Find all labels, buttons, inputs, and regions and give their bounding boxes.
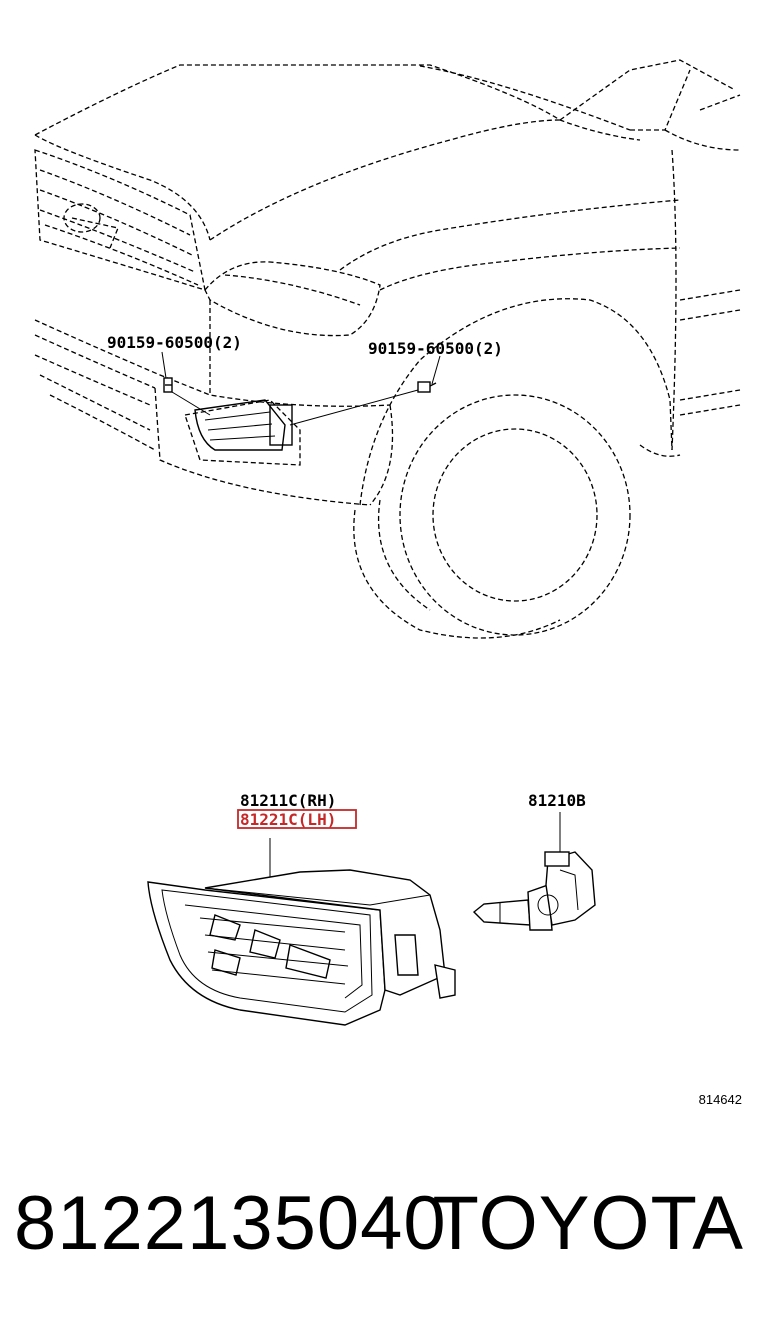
bolt-right-icon bbox=[417, 381, 437, 393]
bolt-left-icon bbox=[163, 377, 173, 393]
callout-bulb: 81210B bbox=[528, 791, 586, 810]
brand-name: TOYOTA bbox=[432, 1181, 744, 1266]
part-number: 8122135040 bbox=[14, 1181, 447, 1266]
bulb-drawing bbox=[472, 851, 596, 931]
vehicle-front-illustration bbox=[34, 59, 741, 639]
callout-bolt-right: 90159-60500(2) bbox=[368, 339, 503, 358]
callout-lamp-lh: 81221C(LH) bbox=[240, 810, 336, 829]
fog-lamp-installed-view bbox=[194, 399, 293, 451]
diagram-reference-number: 814642 bbox=[699, 1092, 742, 1107]
fog-lamp-assembly-drawing bbox=[147, 869, 456, 1026]
callout-lamp-rh: 81211C(RH) bbox=[240, 791, 336, 810]
callout-bolt-left: 90159-60500(2) bbox=[107, 333, 242, 352]
footer-bar: 8122135040 TOYOTA bbox=[0, 1180, 760, 1280]
highlight-box bbox=[237, 809, 357, 829]
leader-lines-top bbox=[161, 351, 441, 426]
